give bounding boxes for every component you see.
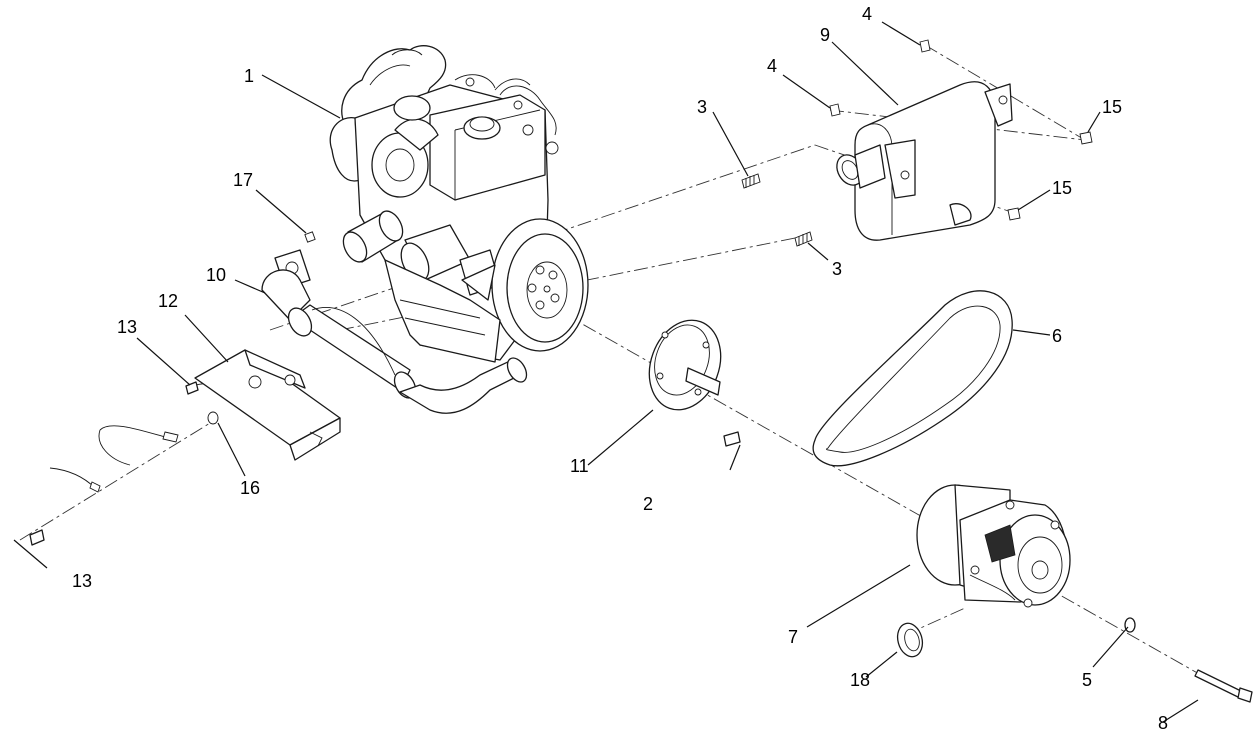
callout-13-lower: 13 (72, 571, 92, 591)
callout-17: 17 (233, 170, 253, 190)
callout-2: 2 (643, 494, 653, 514)
callouts: 1 2 3 3 4 4 5 6 7 8 9 10 11 12 13 13 15 … (72, 4, 1168, 733)
drive-belt (812, 290, 1013, 467)
callout-4-top: 4 (862, 4, 872, 24)
bolt-2 (723, 431, 741, 447)
wire-harness (49, 425, 166, 489)
callout-7: 7 (788, 627, 798, 647)
callout-5: 5 (1082, 670, 1092, 690)
callout-10: 10 (206, 265, 226, 285)
callout-12: 12 (158, 291, 178, 311)
callout-16: 16 (240, 478, 260, 498)
engine (329, 45, 589, 363)
bolt-15-top (1079, 131, 1093, 145)
washer-5 (1124, 617, 1136, 633)
callout-11: 11 (570, 456, 589, 476)
bolt-8 (1194, 669, 1253, 703)
callout-3-upper: 3 (697, 97, 707, 117)
bolt-13-upper (185, 381, 199, 395)
bracket-12 (194, 349, 341, 461)
washer-16 (207, 411, 219, 425)
callout-15-upper: 15 (1102, 97, 1122, 117)
callout-6: 6 (1052, 326, 1062, 346)
callout-8: 8 (1158, 713, 1168, 733)
stud-3-top (741, 173, 761, 189)
spacer-18 (896, 622, 924, 658)
leader-lines (13, 21, 1199, 723)
callout-4: 4 (767, 56, 777, 76)
fitting-17 (304, 231, 316, 243)
bolt-13-lower (29, 529, 45, 546)
callout-9: 9 (820, 25, 830, 45)
muffler (836, 81, 1013, 241)
callout-15-lower: 15 (1052, 178, 1072, 198)
callout-18: 18 (850, 670, 870, 690)
bolt-15 (1007, 207, 1021, 221)
nut-4 (829, 103, 841, 117)
clutch (916, 484, 1071, 608)
muffler-hardware (741, 39, 1093, 247)
exhaust-pipe (261, 249, 528, 414)
pulley-adapter (648, 319, 722, 411)
hardware-left (29, 381, 219, 546)
callout-1: 1 (244, 66, 254, 86)
callout-13-upper: 13 (117, 317, 137, 337)
callout-3-lower: 3 (832, 259, 842, 279)
nut-4-top (919, 39, 931, 53)
